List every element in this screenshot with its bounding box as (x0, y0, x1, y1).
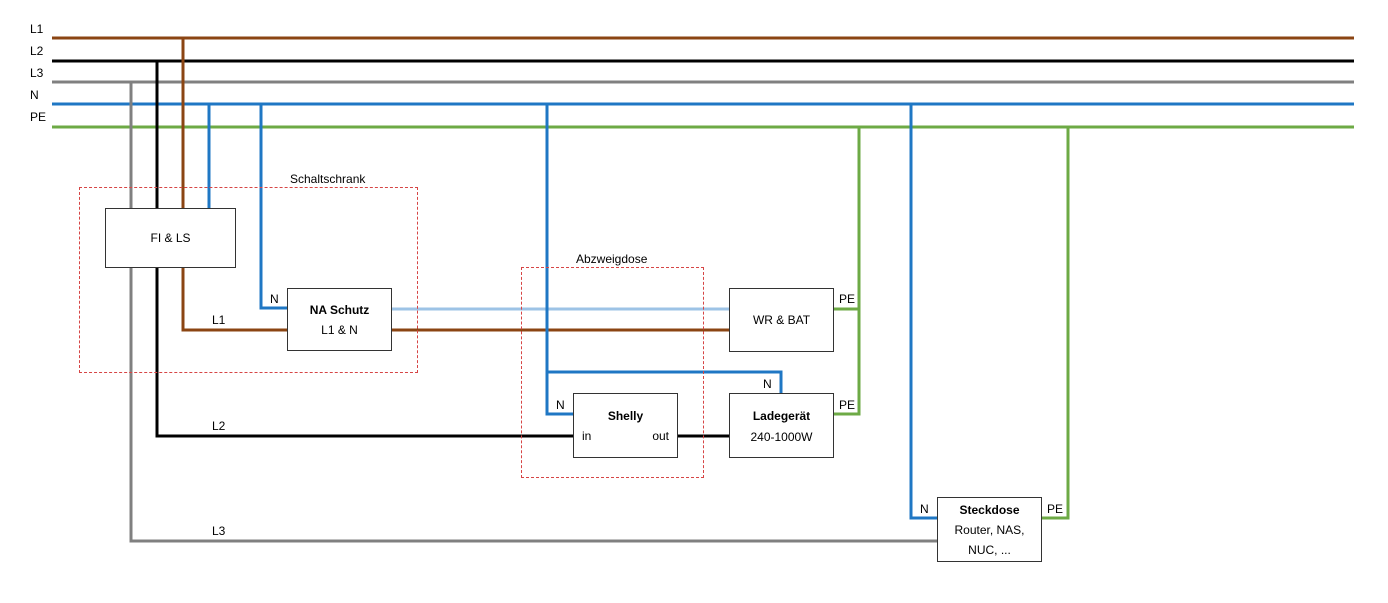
na-schutz-title: NA Schutz (309, 303, 370, 317)
ladegeraet-box: Ladegerät 240-1000W (729, 393, 834, 458)
wire-label-shelly-n: N (556, 398, 565, 412)
wire-l2-to-fi (155, 61, 574, 438)
shelly-title: Shelly (607, 409, 644, 423)
fi-ls-box: FI & LS (105, 208, 236, 268)
wire-label-wr-pe: PE (839, 292, 856, 306)
shelly-box: Shelly in out (573, 393, 678, 458)
abzweigdose-enclosure (521, 267, 704, 478)
ladegeraet-subtitle: 240-1000W (750, 430, 813, 444)
steckdose-box: Steckdose Router, NAS, NUC, ... (937, 497, 1042, 562)
wire-n-to-na (259, 104, 288, 310)
ladegeraet-title: Ladegerät (752, 409, 811, 423)
abzweigdose-label: Abzweigdose (576, 252, 648, 266)
bus-label-l2: L2 (30, 44, 44, 58)
steckdose-line3: NUC, ... (968, 543, 1011, 557)
wire-label-steckdose-n: N (920, 502, 929, 516)
fi-ls-title: FI & LS (150, 231, 191, 245)
steckdose-title: Steckdose (959, 503, 1020, 517)
wire-n-to-steckdose (909, 104, 938, 520)
wire-n-to-ladegeraet (547, 370, 783, 393)
wire-label-ladegeraet-pe: PE (839, 398, 856, 412)
na-schutz-box: NA Schutz L1 & N (287, 288, 392, 351)
wire-label-l2: L2 (212, 419, 226, 433)
wire-label-ladegeraet-n: N (763, 377, 772, 391)
shelly-out-label: out (652, 429, 669, 443)
schaltschrank-label: Schaltschrank (290, 172, 366, 186)
wire-label-l1: L1 (212, 313, 226, 327)
bus-label-l1: L1 (30, 22, 44, 36)
wire-label-l3: L3 (212, 524, 226, 538)
wire-l1-to-fi (181, 38, 288, 332)
na-schutz-subtitle: L1 & N (321, 323, 358, 337)
bus-label-l3: L3 (30, 66, 44, 80)
shelly-in-label: in (582, 429, 592, 443)
wire-label-steckdose-pe: PE (1047, 502, 1064, 516)
wire-n-to-shelly (545, 104, 574, 416)
wire-pe-to-steckdose (1042, 127, 1070, 520)
steckdose-line2: Router, NAS, (954, 523, 1025, 537)
bus-label-pe: PE (30, 110, 47, 124)
schaltschrank-enclosure (79, 187, 418, 373)
wire-pe-to-wr (834, 127, 861, 416)
wr-bat-title: WR & BAT (752, 313, 811, 327)
bus-label-n: N (30, 88, 39, 102)
wr-bat-box: WR & BAT (729, 288, 834, 352)
wire-label-na-n: N (270, 292, 279, 306)
